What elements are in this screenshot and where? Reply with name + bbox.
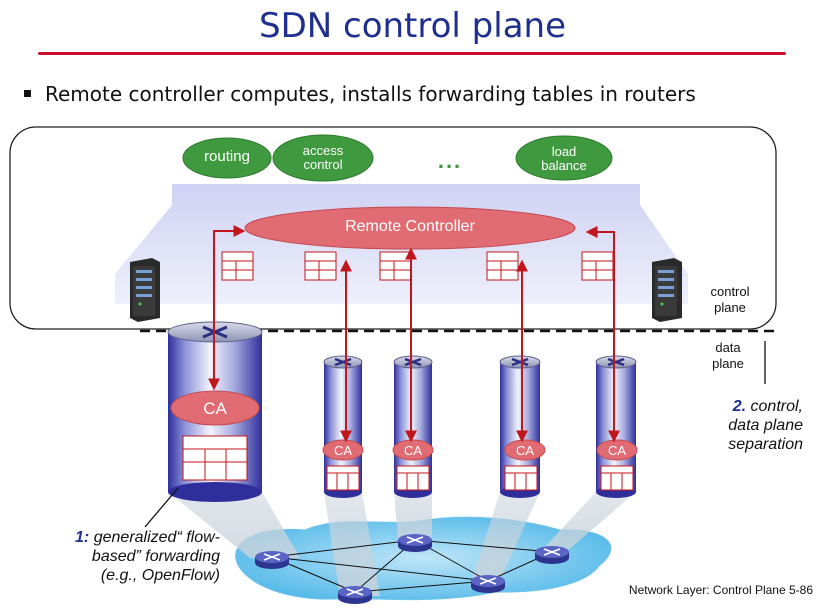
load-balance-label: load balance [541, 144, 587, 173]
note-flow-forwarding: 1: generalized“ flow- based” forwarding … [10, 528, 220, 585]
arrow-router-5 [585, 226, 620, 443]
data-plane-label: data plane [712, 340, 744, 371]
router-icon [255, 551, 289, 569]
more-apps-ellipsis: ... [437, 148, 463, 173]
router-icon [471, 575, 505, 593]
access-control-label: access control [302, 143, 344, 172]
note-separation: 2. control, data plane separation [663, 397, 803, 454]
router-cylinder [322, 355, 364, 498]
bullet-square-icon [24, 90, 31, 97]
slide-title: SDN control plane [259, 6, 566, 46]
control-arrows [208, 225, 620, 443]
big-ca-ellipse [170, 390, 260, 426]
flow-table-icon [304, 251, 337, 281]
note1-pointer [144, 487, 179, 528]
router-cylinder [595, 355, 638, 498]
note2-number: 2. [732, 398, 747, 415]
routing-label: routing [204, 148, 250, 165]
router-icon [398, 534, 432, 552]
note2-text: control, data plane separation [728, 398, 803, 453]
flow-table-icon [486, 251, 519, 281]
router-cylinder [392, 355, 434, 498]
router-icon [338, 586, 372, 604]
flow-table-icon [221, 251, 254, 281]
small-routers [322, 355, 638, 498]
bullet-text: Remote controller computes, installs for… [45, 82, 696, 106]
control-apps [182, 134, 613, 182]
ca-label: CA [607, 443, 627, 458]
data-plane-beams [168, 492, 636, 596]
ca-label: CA [403, 443, 423, 458]
server-icon-left [130, 258, 160, 322]
routing-app [182, 137, 272, 179]
remote-controller-label: Remote Controller [345, 218, 475, 235]
router-icon [535, 546, 569, 564]
note1-text: generalized“ flow- based” forwarding (e.… [91, 529, 220, 584]
flow-table-icon [379, 251, 412, 281]
load-balance-app [515, 135, 613, 181]
control-plane-label: control plane [710, 284, 750, 315]
arrow-big-router [208, 225, 246, 391]
server-icon-right [652, 258, 682, 322]
ca-label: CA [515, 443, 535, 458]
network-routers [255, 534, 569, 604]
flow-table-icon [581, 251, 614, 281]
big-ca-label: CA [203, 399, 227, 418]
access-control-app [272, 134, 374, 182]
ca-label: CA [333, 443, 353, 458]
title-underline [38, 52, 786, 55]
flow-table-icon [182, 435, 248, 481]
bullet-point: Remote controller computes, installs for… [24, 82, 696, 106]
note1-number: 1: [75, 529, 90, 546]
slide-footer: Network Layer: Control Plane 5-86 [628, 583, 813, 597]
